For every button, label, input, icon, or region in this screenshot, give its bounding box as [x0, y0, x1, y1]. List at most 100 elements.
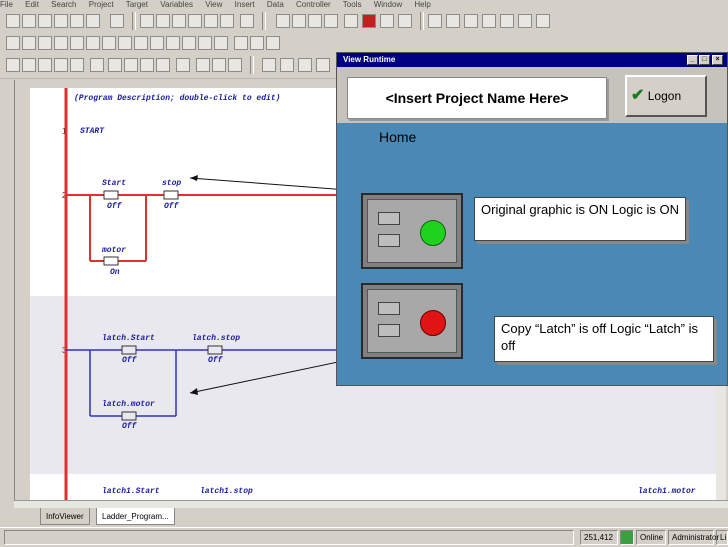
rung-number-3: 3	[62, 346, 67, 355]
reset-coil-icon[interactable]	[118, 36, 132, 50]
verify-icon[interactable]	[54, 14, 68, 28]
maximize-icon[interactable]: □	[699, 55, 710, 65]
menu-variables[interactable]: Variables	[160, 0, 193, 9]
program-description[interactable]: (Program Description; double-click to ed…	[74, 94, 281, 103]
indicator-panel-1[interactable]	[361, 193, 463, 269]
minimize-icon[interactable]: _	[687, 55, 698, 65]
refresh-icon[interactable]	[482, 14, 496, 28]
step-back-icon[interactable]	[280, 58, 294, 72]
editor-horizontal-scrollbar[interactable]	[14, 500, 728, 509]
label-icon[interactable]	[214, 36, 228, 50]
nc-contact-icon[interactable]	[22, 36, 36, 50]
forward-arrow-icon[interactable]	[446, 14, 460, 28]
menu-insert[interactable]: Insert	[234, 0, 255, 9]
hline4-icon[interactable]	[156, 58, 170, 72]
box-icon[interactable]	[22, 58, 36, 72]
menu-help[interactable]: Help	[414, 0, 431, 9]
new-file-icon[interactable]	[6, 14, 20, 28]
search-web-icon[interactable]	[518, 14, 532, 28]
rect2-icon[interactable]	[228, 58, 242, 72]
vline-icon[interactable]	[176, 58, 190, 72]
print-icon[interactable]	[38, 14, 52, 28]
close-icon[interactable]: ×	[712, 55, 723, 65]
view-icon[interactable]	[276, 14, 290, 28]
set-coil-icon[interactable]	[102, 36, 116, 50]
copy-icon[interactable]	[156, 14, 170, 28]
contact-icon[interactable]	[6, 36, 20, 50]
settings-icon[interactable]	[324, 14, 338, 28]
jump-icon[interactable]	[182, 36, 196, 50]
download-icon[interactable]	[86, 14, 100, 28]
lightning-icon[interactable]	[262, 58, 276, 72]
stop-nav-icon[interactable]	[464, 14, 478, 28]
delete-icon[interactable]	[220, 14, 234, 28]
grid-icon[interactable]	[344, 14, 358, 28]
contact-latch-motor-name[interactable]: latch.motor	[102, 400, 155, 409]
line-icon[interactable]	[70, 58, 84, 72]
contact-start-name[interactable]: Start	[102, 179, 127, 188]
panel-1-button-bottom[interactable]	[378, 234, 400, 247]
properties-icon[interactable]	[240, 14, 254, 28]
tab-infoviewer[interactable]: InfoViewer	[40, 508, 90, 525]
tools-icon[interactable]	[398, 14, 412, 28]
paste-icon[interactable]	[172, 14, 186, 28]
favorites-icon[interactable]	[536, 14, 550, 28]
cut-icon[interactable]	[140, 14, 154, 28]
menu-controller[interactable]: Controller	[296, 0, 331, 9]
panel-2-button-bottom[interactable]	[378, 324, 400, 337]
indicator-panel-2[interactable]	[361, 283, 463, 359]
menu-file[interactable]: File	[0, 0, 13, 9]
contact-stop-name[interactable]: stop	[162, 179, 182, 188]
box3-icon[interactable]	[54, 58, 68, 72]
step-fwd-icon[interactable]	[316, 58, 330, 72]
tab-ladder-program[interactable]: Ladder_Program...	[96, 508, 175, 525]
pos-transition-icon[interactable]	[38, 36, 52, 50]
menu-window[interactable]: Window	[373, 0, 403, 9]
target-icon[interactable]	[110, 14, 124, 28]
text-icon[interactable]	[196, 58, 210, 72]
find-icon[interactable]	[204, 14, 218, 28]
menu-tools[interactable]: Tools	[342, 0, 362, 9]
return-icon[interactable]	[198, 36, 212, 50]
contact-latch-stop-name[interactable]: latch.stop	[192, 334, 241, 343]
pos-coil-icon[interactable]	[134, 36, 148, 50]
runtime-title-bar[interactable]: View Runtime _ □ ×	[337, 53, 727, 67]
status-coords: 251,412	[580, 530, 618, 545]
panel-1-button-top[interactable]	[378, 212, 400, 225]
hline-icon[interactable]	[108, 58, 122, 72]
panel-2-button-top[interactable]	[378, 302, 400, 315]
monitor-icon[interactable]	[292, 14, 306, 28]
hline3-icon[interactable]	[140, 58, 154, 72]
menu-search[interactable]: Search	[51, 0, 77, 9]
rect-icon[interactable]	[212, 58, 226, 72]
menu-target[interactable]: Target	[125, 0, 148, 9]
menu-project[interactable]: Project	[88, 0, 114, 9]
stop-icon[interactable]	[362, 14, 376, 28]
box2-icon[interactable]	[38, 58, 52, 72]
wire-icon[interactable]	[266, 36, 280, 50]
step-play-icon[interactable]	[298, 58, 312, 72]
chart-icon[interactable]	[308, 14, 322, 28]
contact-motor-name[interactable]: motor	[102, 246, 127, 255]
logon-button[interactable]: ✔ Logon	[625, 75, 707, 117]
neg-coil-icon[interactable]	[86, 36, 100, 50]
menu-view[interactable]: View	[205, 0, 223, 9]
home-icon[interactable]	[500, 14, 514, 28]
parallel-icon[interactable]	[250, 36, 264, 50]
rung-icon[interactable]	[6, 58, 20, 72]
hline2-icon[interactable]	[124, 58, 138, 72]
function-icon[interactable]	[166, 36, 180, 50]
branch-icon[interactable]	[234, 36, 248, 50]
coil-icon[interactable]	[70, 36, 84, 50]
menu-edit[interactable]: Edit	[25, 0, 39, 9]
compile-icon[interactable]	[70, 14, 84, 28]
contact-latch-start-name[interactable]: latch.Start	[102, 334, 155, 343]
neg-trans-coil-icon[interactable]	[150, 36, 164, 50]
back-arrow-icon[interactable]	[428, 14, 442, 28]
save-icon[interactable]	[22, 14, 36, 28]
circle-icon[interactable]	[90, 58, 104, 72]
neg-transition-icon[interactable]	[54, 36, 68, 50]
menu-data[interactable]: Data	[266, 0, 284, 9]
star-icon[interactable]	[380, 14, 394, 28]
undo-icon[interactable]	[188, 14, 202, 28]
